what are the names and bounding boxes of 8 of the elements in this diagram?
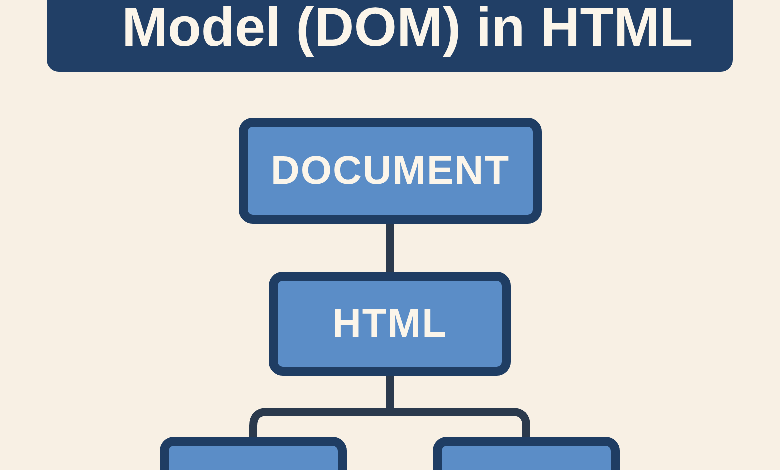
tree-node-box [160, 437, 347, 470]
diagram-title: Model (DOM) in HTML [122, 0, 694, 55]
node-label: HTML [332, 301, 448, 347]
tree-node-box [433, 437, 620, 470]
tree-node-box [269, 272, 511, 376]
tree-node-box [239, 118, 542, 224]
connector-line [386, 224, 394, 272]
node-label: DOCUMENT [270, 148, 510, 194]
